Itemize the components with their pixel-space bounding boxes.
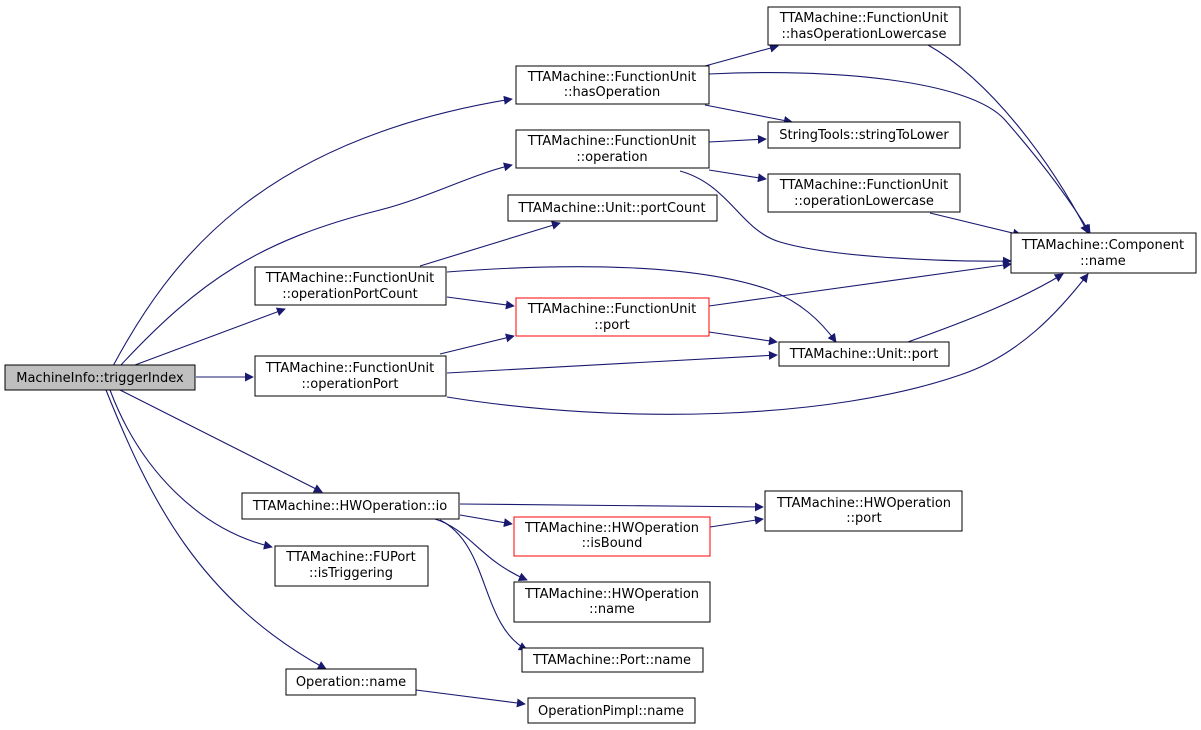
svg-text:::port: ::port [594,318,629,333]
edge-portcount-unitportcount [419,221,561,267]
node-port-name[interactable]: TTAMachine::Port::name [521,647,704,673]
edge-haslowercase-componentname [927,44,1089,234]
svg-text:TTAMachine::HWOperation::io: TTAMachine::HWOperation::io [252,499,447,514]
svg-text:::isBound: ::isBound [582,536,643,551]
node-machineinfo-triggerindex[interactable]: MachineInfo::triggerIndex [4,364,196,391]
svg-text:StringTools::stringToLower: StringTools::stringToLower [779,128,949,143]
edge-operation-componentname [679,170,1012,266]
svg-text:TTAMachine::HWOperation: TTAMachine::HWOperation [776,496,951,511]
node-operationpimpl-name[interactable]: OperationPimpl::name [527,697,696,724]
svg-text:::operation: ::operation [576,150,647,165]
edge-portcount-unitport [446,266,837,343]
node-operation-name[interactable]: Operation::name [285,668,417,696]
node-functionunit-hasoperationlowercase[interactable]: TTAMachine::FunctionUnit ::hasOperationL… [767,6,961,46]
node-hwoperation-isbound[interactable]: TTAMachine::HWOperation ::isBound [513,516,711,557]
svg-text:::hasOperationLowercase: ::hasOperationLowercase [782,27,947,42]
svg-text:TTAMachine::FunctionUnit: TTAMachine::FunctionUnit [527,302,696,317]
svg-text:::port: ::port [846,511,881,526]
svg-text:::name: ::name [1080,254,1126,269]
node-unit-port[interactable]: TTAMachine::Unit::port [778,341,950,367]
edge-operationport-unitport [446,350,778,374]
node-functionunit-operation[interactable]: TTAMachine::FunctionUnit ::operation [515,129,710,169]
edge-hwopio-hwopname [434,518,528,581]
node-unit-portcount[interactable]: TTAMachine::Unit::portCount [507,194,718,222]
svg-text:TTAMachine::FunctionUnit: TTAMachine::FunctionUnit [527,70,696,85]
edge-hasoperation-stringtolower [704,104,793,125]
svg-text:TTAMachine::HWOperation: TTAMachine::HWOperation [524,587,699,602]
svg-text:::hasOperation: ::hasOperation [564,85,660,100]
svg-text:OperationPimpl::name: OperationPimpl::name [538,704,684,719]
edge-fuport-componentname [708,260,1012,307]
nodes: MachineInfo::triggerIndex TTAMachine::Fu… [4,6,1197,724]
node-component-name[interactable]: TTAMachine::Component ::name [1010,232,1197,274]
edge-hwopio-isbound [459,514,513,528]
edge-operationport-componentname [446,273,1089,415]
node-hwoperation-io[interactable]: TTAMachine::HWOperation::io [241,492,460,520]
svg-text:TTAMachine::Unit::port: TTAMachine::Unit::port [789,347,939,362]
edge-portcount-fuport [446,296,515,310]
svg-text:Operation::name: Operation::name [296,675,406,690]
edge-operation-operationlowercase [708,169,767,183]
edge-isbound-hwopport [709,515,764,528]
svg-text:TTAMachine::Port::name: TTAMachine::Port::name [532,653,691,668]
svg-text:TTAMachine::Unit::portCount: TTAMachine::Unit::portCount [517,201,705,216]
edge-oplowercase-componentname [929,212,1022,238]
edge-operationport-fuport [439,333,515,355]
edge-triggerindex-operationportcount [134,307,286,366]
svg-text:TTAMachine::FunctionUnit: TTAMachine::FunctionUnit [265,361,434,376]
svg-text:::name: ::name [589,602,635,617]
svg-text:TTAMachine::FunctionUnit: TTAMachine::FunctionUnit [265,271,434,286]
node-functionunit-hasoperation[interactable]: TTAMachine::FunctionUnit ::hasOperation [515,65,710,105]
edge-triggerindex-hasoperation [112,95,513,367]
svg-text:TTAMachine::HWOperation: TTAMachine::HWOperation [524,521,699,536]
edge-hwopio-hwopport [459,502,764,512]
node-functionunit-port[interactable]: TTAMachine::FunctionUnit ::port [515,297,710,337]
svg-text:::operationPortCount: ::operationPortCount [282,287,418,302]
edges [105,43,1091,708]
svg-text:TTAMachine::FunctionUnit: TTAMachine::FunctionUnit [527,134,696,149]
edge-triggerindex-isTriggering [109,389,273,550]
svg-text:::operationPort: ::operationPort [302,377,399,392]
node-stringtools-stringtolower[interactable]: StringTools::stringToLower [767,121,961,149]
svg-text:TTAMachine::Component: TTAMachine::Component [1021,238,1184,253]
node-hwoperation-name[interactable]: TTAMachine::HWOperation ::name [513,581,711,623]
node-fuport-istriggering[interactable]: TTAMachine::FUPort ::isTriggering [274,545,429,587]
svg-text:TTAMachine::FUPort: TTAMachine::FUPort [285,550,415,565]
node-hwoperation-port[interactable]: TTAMachine::HWOperation ::port [764,490,963,532]
edge-unitport-componentname [904,273,1064,344]
node-functionunit-operationportcount[interactable]: TTAMachine::FunctionUnit ::operationPort… [254,266,447,306]
svg-text:TTAMachine::FunctionUnit: TTAMachine::FunctionUnit [779,11,948,26]
edge-triggerindex-hwopio [119,389,323,493]
edge-fuport-unitport [708,331,778,346]
edge-hwopio-portname [439,519,528,651]
node-functionunit-operationlowercase[interactable]: TTAMachine::FunctionUnit ::operationLowe… [767,173,961,213]
svg-text:::isTriggering: ::isTriggering [309,566,393,581]
edge-hasoperation-componentname [708,71,1091,234]
node-functionunit-operationport[interactable]: TTAMachine::FunctionUnit ::operationPort [254,355,447,397]
edge-triggerindex-operation [119,162,513,367]
edge-operationname-pimplname [415,689,526,708]
edge-triggerindex-operationname [105,389,327,670]
edge-operation-stringtolower [708,134,767,144]
svg-text:TTAMachine::FunctionUnit: TTAMachine::FunctionUnit [779,178,948,193]
svg-text:::operationLowercase: ::operationLowercase [794,194,934,209]
edge-hasoperation-lowercase [704,43,779,67]
svg-text:MachineInfo::triggerIndex: MachineInfo::triggerIndex [16,371,184,386]
